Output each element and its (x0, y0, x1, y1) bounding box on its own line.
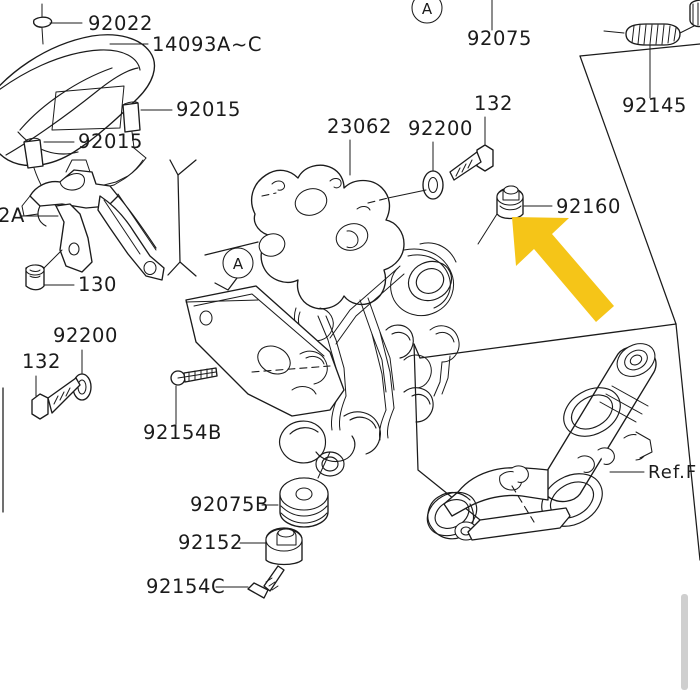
part-screw-92154C (247, 565, 285, 599)
callout-92154C: 92154C (146, 575, 225, 598)
panel-boundary-lower (413, 323, 700, 561)
part-hooks-clips (278, 325, 460, 477)
part-nut-92160 (477, 185, 524, 245)
part-lower-mount-plate (185, 285, 345, 417)
section-marker-a-center: A (222, 247, 254, 279)
section-marker-a-top: A (411, 0, 443, 24)
part-bolt-132-left (31, 377, 81, 420)
part-main-stay-23062 (251, 164, 405, 310)
panel-boundary-left (167, 159, 197, 277)
callout-14093A-C: 14093A~C (152, 33, 262, 56)
callout-92145: 92145 (622, 94, 687, 117)
part-spring-assembly (329, 242, 457, 345)
part-screw-92154B (170, 367, 218, 386)
callout-92022: 92022 (88, 12, 153, 35)
part-clip-92022 (32, 3, 53, 45)
highlight-arrow (512, 217, 614, 322)
part-bolt-132-center (449, 144, 494, 181)
section-marker-label: A (233, 255, 244, 273)
callout-92154B: 92154B (143, 421, 222, 444)
callout-92075B: 92075B (190, 493, 269, 516)
part-upper-clip-fragment (371, 324, 434, 423)
callout-92015-upper: 92015 (176, 98, 241, 121)
callout-2A: 2A (0, 204, 25, 227)
leader-lines (19, 22, 651, 588)
part-spring-92145 (603, 23, 699, 46)
part-bracket-arms (55, 193, 165, 281)
part-grommet-92075B (279, 451, 331, 528)
vertical-scrollbar[interactable] (681, 594, 688, 690)
panel-boundary-right (413, 43, 700, 359)
callout-132-left: 132 (22, 350, 61, 373)
part-collar-92152 (265, 527, 303, 566)
callout-92075: 92075 (467, 27, 532, 50)
panel-boundary-center (204, 241, 259, 291)
callout-92152: 92152 (178, 531, 243, 554)
section-marker-label: A (422, 0, 433, 18)
part-washer-92200-center (422, 170, 444, 200)
callout-92200-center: 92200 (408, 117, 473, 140)
callout-92200-left: 92200 (53, 324, 118, 347)
part-front-fork-assembly (426, 343, 657, 541)
callout-132-center: 132 (474, 92, 513, 115)
part-bolt-130 (25, 249, 63, 291)
callout-ref-f: Ref.F (648, 462, 697, 483)
callout-labels: 92022 14093A~C 92015 92015 2A 130 92200 … (0, 12, 697, 598)
callout-92160: 92160 (556, 195, 621, 218)
part-nut-92015-upper (122, 101, 147, 159)
callout-130: 130 (78, 273, 117, 296)
part-topright-fragment (689, 0, 700, 28)
part-cowl-bracket-plate (51, 85, 125, 131)
part-stay-bracket-assembly (21, 159, 119, 227)
callout-23062: 23062 (327, 115, 392, 138)
callout-92015-lower: 92015 (78, 130, 143, 153)
